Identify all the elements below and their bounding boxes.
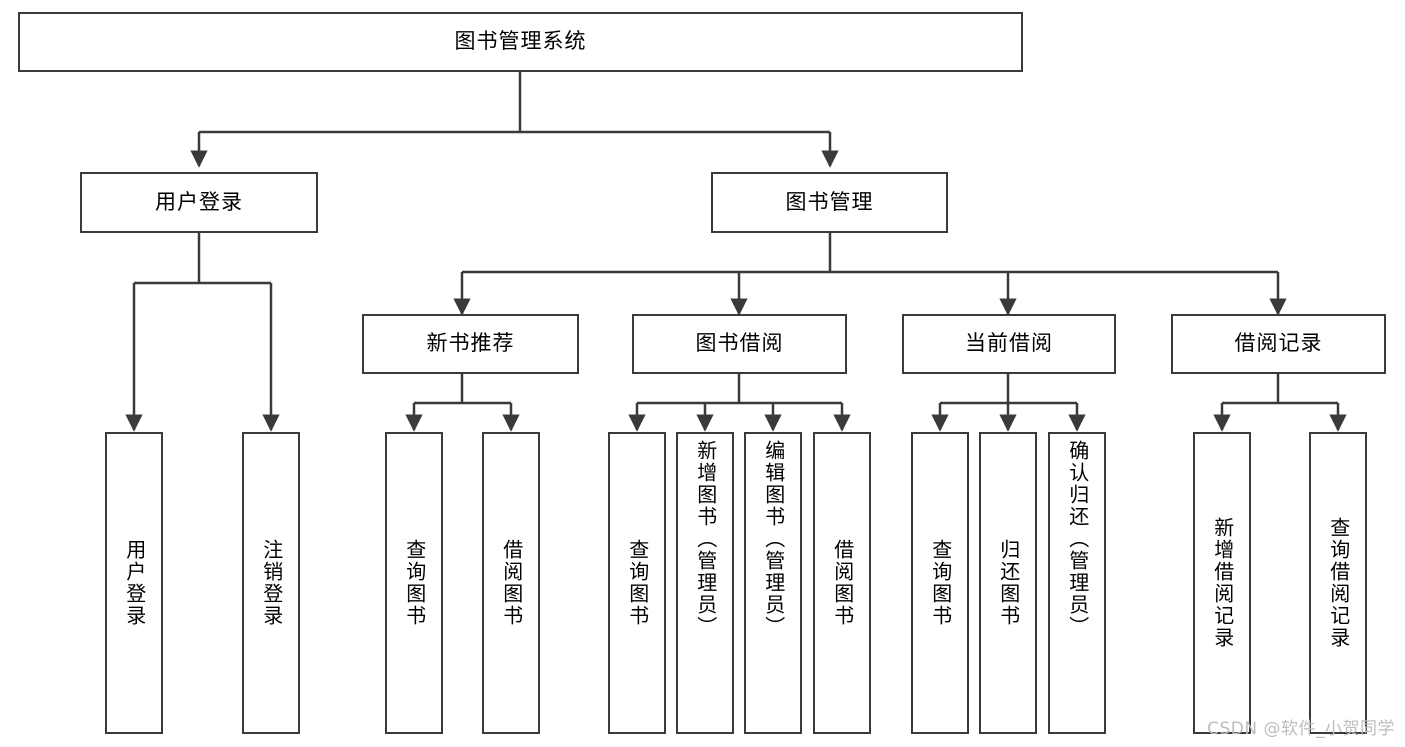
node-label: 借阅图书: [499, 539, 524, 627]
node-label: 新书推荐: [426, 331, 515, 356]
node-label: 图书管理系统: [454, 29, 587, 54]
leaf-current-borrow-return-book[interactable]: 归还图书: [979, 432, 1037, 734]
node-label: 查询借阅记录: [1326, 517, 1351, 649]
node-label: 借阅图书: [830, 539, 855, 627]
node-label: 编辑图书（管理员）: [761, 440, 786, 638]
node-label: 注销登录: [259, 539, 284, 627]
leaf-book-borrow-borrow-book[interactable]: 借阅图书: [813, 432, 871, 734]
node-label: 图书借阅: [695, 331, 784, 356]
node-label: 查询图书: [928, 539, 953, 627]
node-label: 当前借阅: [965, 331, 1053, 356]
leaf-book-borrow-add-book-admin[interactable]: 新增图书（管理员）: [676, 432, 734, 734]
node-label: 用户登录: [155, 189, 243, 214]
node-label: 查询图书: [402, 539, 427, 627]
leaf-borrow-record-add-record[interactable]: 新增借阅记录: [1193, 432, 1251, 734]
node-label: 归还图书: [996, 539, 1021, 627]
node-book-management[interactable]: 图书管理: [711, 172, 948, 233]
leaf-current-borrow-confirm-return-admin[interactable]: 确认归还（管理员）: [1048, 432, 1106, 734]
node-label: 新增图书（管理员）: [693, 440, 718, 638]
node-label: 新增借阅记录: [1210, 517, 1235, 649]
node-label: 图书管理: [785, 189, 874, 214]
node-label: 用户登录: [122, 539, 147, 627]
leaf-new-book-query-book[interactable]: 查询图书: [385, 432, 443, 734]
node-root-book-management-system[interactable]: 图书管理系统: [18, 12, 1023, 72]
node-label: 借阅记录: [1234, 331, 1323, 356]
node-current-borrow[interactable]: 当前借阅: [902, 314, 1116, 374]
node-new-book-recommend[interactable]: 新书推荐: [362, 314, 579, 374]
leaf-borrow-record-query-record[interactable]: 查询借阅记录: [1309, 432, 1367, 734]
node-borrow-record[interactable]: 借阅记录: [1171, 314, 1386, 374]
leaf-book-borrow-edit-book-admin[interactable]: 编辑图书（管理员）: [744, 432, 802, 734]
node-label: 确认归还（管理员）: [1065, 440, 1090, 638]
node-user-login[interactable]: 用户登录: [80, 172, 318, 233]
leaf-book-borrow-query-book[interactable]: 查询图书: [608, 432, 666, 734]
leaf-new-book-borrow-book[interactable]: 借阅图书: [482, 432, 540, 734]
leaf-current-borrow-query-book[interactable]: 查询图书: [911, 432, 969, 734]
node-label: 查询图书: [625, 539, 650, 627]
leaf-user-login-logout[interactable]: 注销登录: [242, 432, 300, 734]
node-book-borrow[interactable]: 图书借阅: [632, 314, 847, 374]
leaf-user-login-login[interactable]: 用户登录: [105, 432, 163, 734]
